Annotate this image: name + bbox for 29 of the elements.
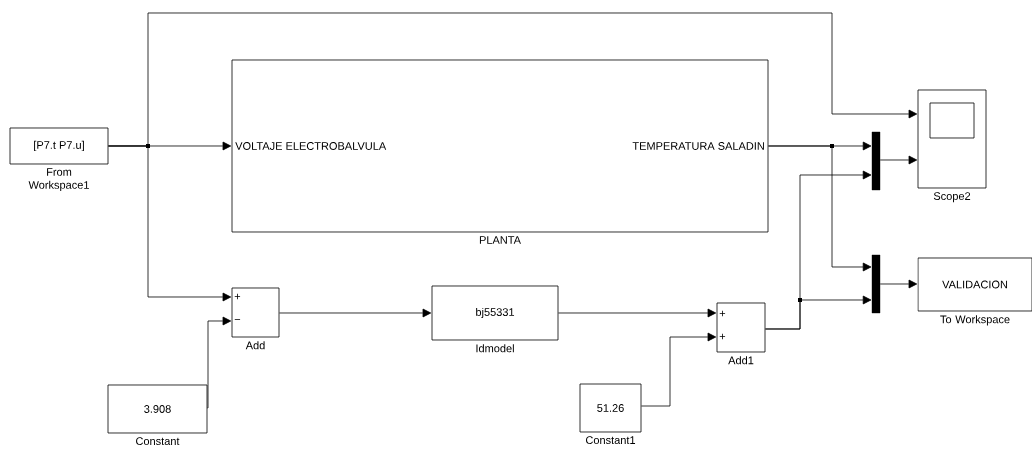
arrow (879, 155, 918, 165)
arrow (558, 308, 717, 318)
block-caption: Idmodel (476, 344, 514, 353)
arrow (765, 295, 872, 330)
block-caption: Constant (136, 437, 180, 445)
port-label: TEMPERATURA SALADIN (632, 142, 764, 150)
arrow (279, 308, 432, 318)
arrow (768, 145, 872, 272)
block-box: [P7.t P7.u] (9, 127, 109, 165)
block-box: 3.908 (107, 384, 208, 434)
block-caption: Add (245, 341, 265, 350)
block-caption: Add1 (728, 356, 754, 365)
block-caption: From Workspace1 (28, 168, 89, 192)
port-sign: + (234, 293, 241, 300)
port-sign: + (719, 310, 726, 317)
block-box: 51.26 (579, 383, 642, 433)
arrow (207, 316, 232, 409)
port-sign: + (719, 333, 726, 340)
block-caption: To Workspace (940, 315, 1010, 326)
arrow (108, 145, 232, 302)
block-caption: Scope2 (933, 192, 971, 203)
arrow (879, 279, 918, 289)
port-label: VOLTAJE ELECTROBALVULA (235, 142, 387, 150)
block-caption: Constant1 (586, 436, 636, 444)
block-box: VALIDACION (917, 257, 1032, 312)
block-box: bj55331 (431, 285, 559, 341)
block-caption: PLANTA (479, 236, 521, 244)
arrow (641, 332, 717, 407)
port-sign: − (234, 319, 241, 320)
